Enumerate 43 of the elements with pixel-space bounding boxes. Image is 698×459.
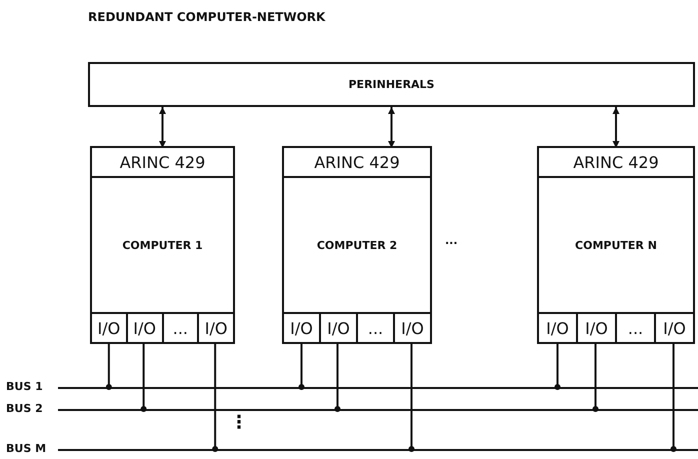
computer-label: COMPUTER 2 (316, 238, 398, 252)
ellipsis: ⋮ (230, 412, 248, 433)
double-arrow (388, 107, 395, 148)
bus-line (58, 449, 698, 451)
io-port-cell: ... (162, 312, 198, 342)
bus-tap-line (298, 342, 304, 390)
bus-tap-line (670, 342, 676, 452)
io-port-cell: I/O (576, 312, 615, 342)
io-port-cell: I/O (393, 312, 430, 342)
computer-label: COMPUTER 1 (122, 238, 203, 252)
computer-box (282, 146, 432, 344)
io-port-cell: I/O (197, 312, 233, 342)
io-port-cell: I/O (654, 312, 693, 342)
computer-box (90, 146, 235, 344)
bus-tap-line (592, 342, 598, 412)
computer-box (537, 146, 695, 344)
double-arrow (612, 107, 620, 148)
bus-tap-line (106, 342, 112, 390)
bus-tap-line (140, 342, 147, 412)
bus-tap-line (554, 342, 560, 390)
io-port-cell: I/O (126, 312, 162, 342)
interface-header: ARINC 429 (92, 148, 233, 178)
interface-header: ARINC 429 (284, 148, 430, 178)
bus-tap-line (212, 342, 218, 452)
bus-tap-line (334, 342, 340, 412)
interface-header: ARINC 429 (539, 148, 693, 178)
io-port-cell: I/O (539, 312, 576, 342)
diagram-title: REDUNDANT COMPUTER-NETWORK (88, 10, 326, 24)
io-port-cell: I/O (92, 312, 126, 342)
bus-line (58, 409, 698, 411)
io-port-cell: I/O (319, 312, 356, 342)
ellipsis: ... (445, 234, 458, 247)
io-port-cell: ... (356, 312, 393, 342)
io-port-cell: ... (615, 312, 654, 342)
io-port-cell: I/O (284, 312, 319, 342)
bus-label: BUS 2 (6, 402, 43, 415)
computer-label: COMPUTER N (575, 238, 657, 252)
double-arrow (159, 107, 166, 148)
bus-tap-line (408, 342, 414, 452)
peripherals-box: PERINHERALS (88, 62, 695, 107)
bus-line (58, 387, 698, 389)
bus-label: BUS 1 (6, 380, 43, 393)
bus-label: BUS M (6, 442, 46, 455)
